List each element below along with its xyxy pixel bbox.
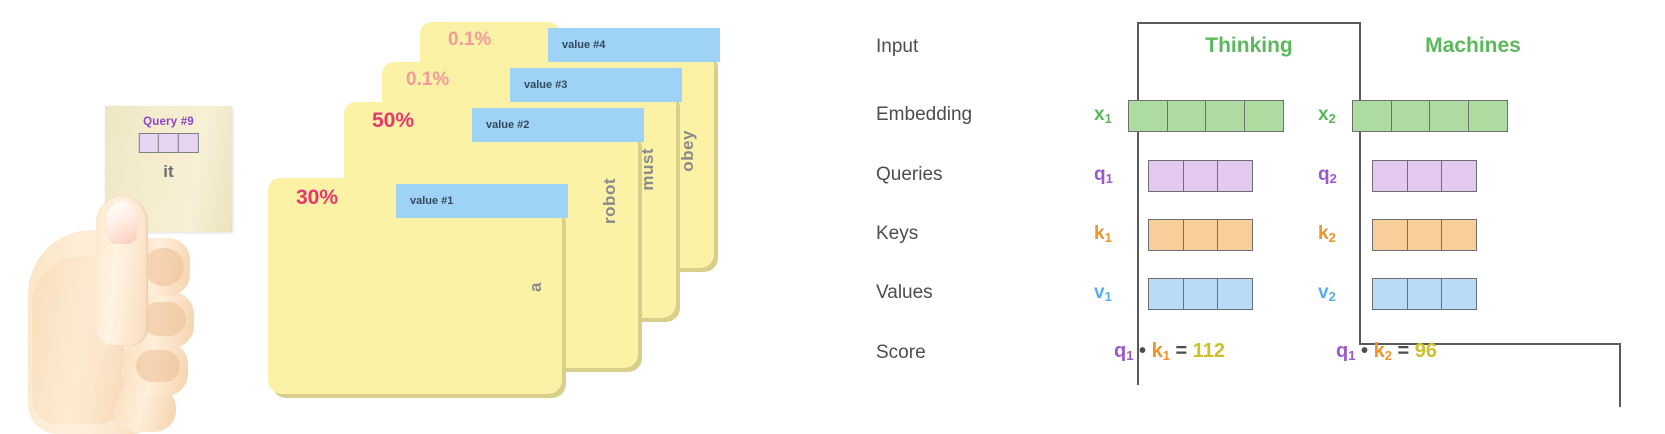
query-vector-2	[1372, 160, 1478, 192]
frame-middle-vertical	[1359, 22, 1361, 345]
embedding-label-1: x1	[1094, 104, 1112, 126]
folder-value-tag-4: value #4	[548, 28, 720, 62]
query-vector-cell	[158, 133, 179, 153]
frame-right-vertical	[1619, 343, 1621, 407]
folder-percent-1: 30%	[296, 186, 339, 209]
hand-finger-2-shade	[142, 302, 186, 336]
row-label-input: Input	[876, 36, 919, 57]
folder-percent-4: 0.1%	[448, 29, 492, 50]
value-label-1: v1	[1094, 282, 1112, 304]
hand-thumbnail	[107, 202, 137, 244]
folder-value-tag-1: value #1	[396, 184, 568, 218]
key-label-1: k1	[1094, 223, 1112, 245]
key-vector-2	[1372, 219, 1478, 251]
query-vector-1	[1148, 160, 1254, 192]
folder-word-2: robot	[600, 178, 619, 224]
embedding-vector-1	[1128, 100, 1284, 132]
frame-lower-horizontal	[1359, 343, 1621, 345]
embedding-vector-2	[1352, 100, 1508, 132]
qkv-attention-table: Input Embedding Queries Keys Values Scor…	[836, 0, 1665, 434]
query-label-1: q1	[1094, 164, 1113, 186]
value-vector-2	[1372, 278, 1478, 310]
key-vector-1	[1148, 219, 1254, 251]
folder-word-1: a	[526, 282, 545, 292]
score-value-2: 96	[1414, 340, 1438, 362]
frame-top-horizontal	[1137, 22, 1361, 24]
folder-stack: 0.1% value #4 obey 0.1% value #3 must 50…	[262, 18, 732, 428]
folder-percent-2: 50%	[372, 109, 415, 132]
query-vector-cell	[177, 133, 199, 153]
query-vector-cells	[138, 133, 199, 153]
query-vector-cell	[138, 133, 160, 153]
row-label-embedding: Embedding	[876, 104, 973, 125]
row-label-score: Score	[876, 342, 926, 363]
column-header-machines: Machines	[1425, 34, 1521, 57]
hand-holding-card-icon	[18, 196, 238, 434]
query-card-panel: Query #9 it	[0, 0, 260, 434]
value-vector-1	[1148, 278, 1254, 310]
hand-finger-1-shade	[144, 248, 184, 286]
row-label-keys: Keys	[876, 223, 919, 244]
hand-finger-3-shade	[136, 350, 180, 382]
score-expression-2: q1 • k2 = 96	[1336, 340, 1438, 363]
query-card-title: Query #9	[143, 116, 194, 128]
score-expression-1: q1 • k1 = 112	[1114, 340, 1226, 363]
folder-value-tag-3: value #3	[510, 68, 682, 102]
query-label-2: q2	[1318, 164, 1337, 186]
row-label-values: Values	[876, 282, 933, 303]
value-label-2: v2	[1318, 282, 1336, 304]
frame-left-vertical	[1137, 22, 1139, 385]
folder-percent-3: 0.1%	[406, 69, 450, 90]
row-label-queries: Queries	[876, 164, 943, 185]
score-value-1: 112	[1192, 340, 1226, 362]
embedding-label-2: x2	[1318, 104, 1336, 126]
query-card-word: it	[163, 162, 174, 181]
folder-word-4: obey	[678, 130, 697, 172]
column-header-thinking: Thinking	[1205, 34, 1293, 57]
folder-value-tag-2: value #2	[472, 108, 644, 142]
key-label-2: k2	[1318, 223, 1336, 245]
